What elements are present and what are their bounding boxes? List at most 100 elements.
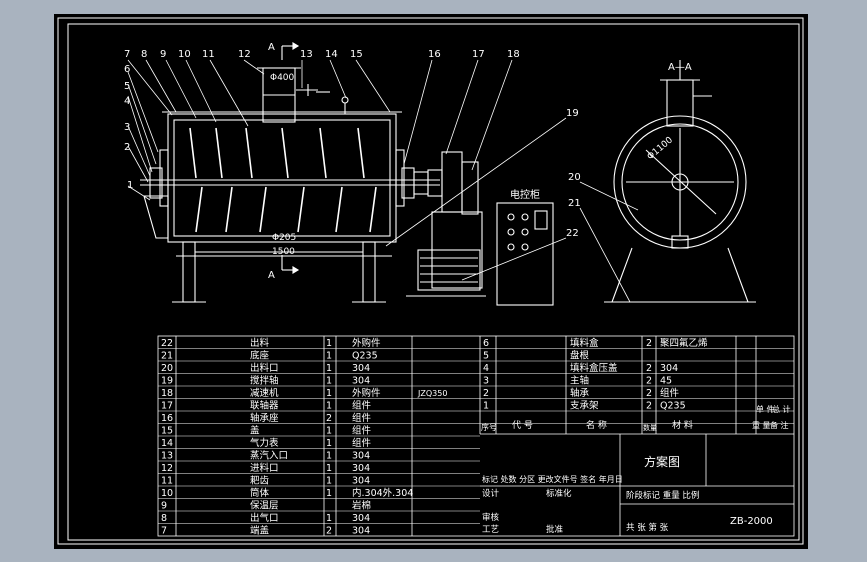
bom-left-no: 11 [161, 476, 173, 487]
bom-left-no: 19 [161, 376, 173, 387]
bom-left-no: 15 [161, 426, 173, 437]
leader-5: 5 [124, 81, 130, 92]
bom-right-name: 支承架 [570, 400, 599, 412]
bom-header-qty: 数量 [643, 423, 657, 432]
bom-header-seq: 序号 [481, 422, 497, 432]
leader-15: 15 [350, 49, 363, 60]
bom-left-name: 蒸汽入口 [250, 450, 288, 462]
side-leaders [579, 181, 639, 303]
bom-left-material: 组件 [352, 437, 372, 449]
leader-19: 19 [566, 108, 579, 119]
bom-right-no: 1 [483, 401, 489, 412]
bom-left-no: 18 [161, 388, 173, 399]
leader-1: 1 [127, 180, 133, 191]
bom-left-material: 岩棉 [352, 500, 371, 512]
bom-left-name: 搅拌轴 [250, 375, 279, 387]
bom-left-no: 7 [161, 526, 167, 537]
bom-left-qty: 2 [326, 526, 332, 537]
bom-left-material: 组件 [352, 412, 372, 424]
bom-header-remark: 备 注 [770, 420, 789, 430]
bom-header-total: 总 计 [772, 404, 791, 414]
bom-left-material: 304 [352, 526, 370, 537]
bom-left-qty: 2 [326, 413, 332, 424]
bom-right-no: 6 [483, 338, 489, 349]
bom-left-name: 筒体 [250, 487, 270, 499]
bom-right-name: 填料盒压盖 [570, 362, 618, 374]
bom-left-qty: 1 [326, 513, 332, 524]
dim-length: 1500 [272, 247, 295, 257]
bom-right-no: 5 [483, 351, 489, 362]
title-process: 工艺 [482, 525, 499, 535]
bom-right-no: 2 [483, 388, 489, 399]
leader-14: 14 [325, 49, 338, 60]
leader-6: 6 [124, 64, 130, 75]
title-sheets: 共 张 第 张 [626, 522, 669, 533]
bom-right-material: 组件 [660, 387, 680, 399]
title-approve: 批准 [546, 524, 564, 535]
bom-header-material: 材 料 [672, 419, 693, 431]
bom-left-name: 出料 [250, 337, 270, 349]
bom-left-qty: 1 [326, 463, 332, 474]
title-block: 标记 处数 分区 更改文件号 签名 年月日 设计 标准化 审核 工艺 批准 阶段… [417, 389, 773, 535]
bom-left-qty: 1 [326, 388, 332, 399]
bom-left-name: 耙齿 [250, 476, 270, 487]
bom-left-qty: 1 [326, 401, 332, 412]
bom-row-lines [158, 348, 794, 524]
bom-left-no: 17 [161, 401, 173, 412]
outer-frame [57, 17, 804, 545]
bom-left-material: 304 [352, 363, 370, 374]
bom-header: 序号 代 号 名 称 数量 材 料 单 件 总 计 重 量 备 注 [481, 404, 791, 432]
bom-right-qty: 2 [646, 376, 652, 387]
bom-header-code: 代 号 [512, 420, 533, 431]
leader-22: 22 [566, 228, 579, 239]
control-cabinet-label: 电控柜 [510, 188, 540, 201]
title-drawing-title: 方案图 [644, 454, 680, 469]
inner-frame [67, 23, 800, 541]
bom-left-qty: 1 [326, 351, 332, 362]
dim-top-diameter: Φ400 [270, 73, 295, 83]
bom-left-qty: 1 [326, 438, 332, 449]
bom-left-no: 14 [161, 438, 173, 449]
bom-left-qty: 1 [326, 488, 332, 499]
bom-right-qty: 2 [646, 401, 652, 412]
bom-right-qty: 2 [646, 363, 652, 374]
title-drawing-no: ZB-2000 [730, 516, 773, 527]
bom-left-no: 12 [161, 463, 173, 474]
bom-left-material: 304 [352, 463, 370, 474]
bom-left-qty: 1 [326, 426, 332, 437]
bom-left-qty: 1 [326, 451, 332, 462]
bom-left-qty: 1 [326, 476, 332, 487]
bom-left-no: 20 [161, 363, 173, 374]
leader-18: 18 [507, 49, 520, 60]
bom-left-material: 外购件 [352, 387, 381, 399]
bom-right-material: 45 [660, 376, 672, 387]
leader-10: 10 [178, 49, 191, 60]
leader-9: 9 [160, 49, 166, 60]
bom-right-material: 聚四氟乙烯 [660, 337, 708, 349]
title-stage-label: 阶段标记 重量 比例 [626, 490, 699, 501]
dim-bottom-diameter: Φ205 [272, 233, 296, 243]
title-revision-row: 标记 处数 分区 更改文件号 签名 年月日 [482, 474, 623, 484]
bom-right-no: 4 [483, 363, 489, 374]
bom-right-material: 304 [660, 363, 678, 374]
leader-8: 8 [141, 49, 147, 60]
bom-header-name: 名 称 [586, 419, 607, 431]
leader-4: 4 [124, 96, 130, 107]
bom-header-unit: 单 件 [756, 404, 775, 414]
bom-left-material: 304 [352, 376, 370, 387]
leader-lines [127, 59, 567, 281]
bom-header-weight: 重 量 [752, 420, 771, 430]
leader-12: 12 [238, 49, 251, 60]
bom-left-material: Q235 [352, 351, 378, 362]
leader-2: 2 [124, 142, 130, 153]
bom-left-qty: 1 [326, 376, 332, 387]
bom-left-name: 底座 [250, 350, 270, 362]
bom-right-qty: 2 [646, 338, 652, 349]
title-standardize: 标准化 [546, 488, 572, 499]
bom-left-name: 出气口 [250, 512, 279, 524]
leader-number-labels: 7 8 9 10 11 12 13 14 15 16 17 18 19 20 2… [124, 49, 581, 239]
bom-left-name: 气力表 [250, 437, 279, 449]
bom-left-no: 21 [161, 351, 173, 362]
leader-11: 11 [202, 49, 215, 60]
